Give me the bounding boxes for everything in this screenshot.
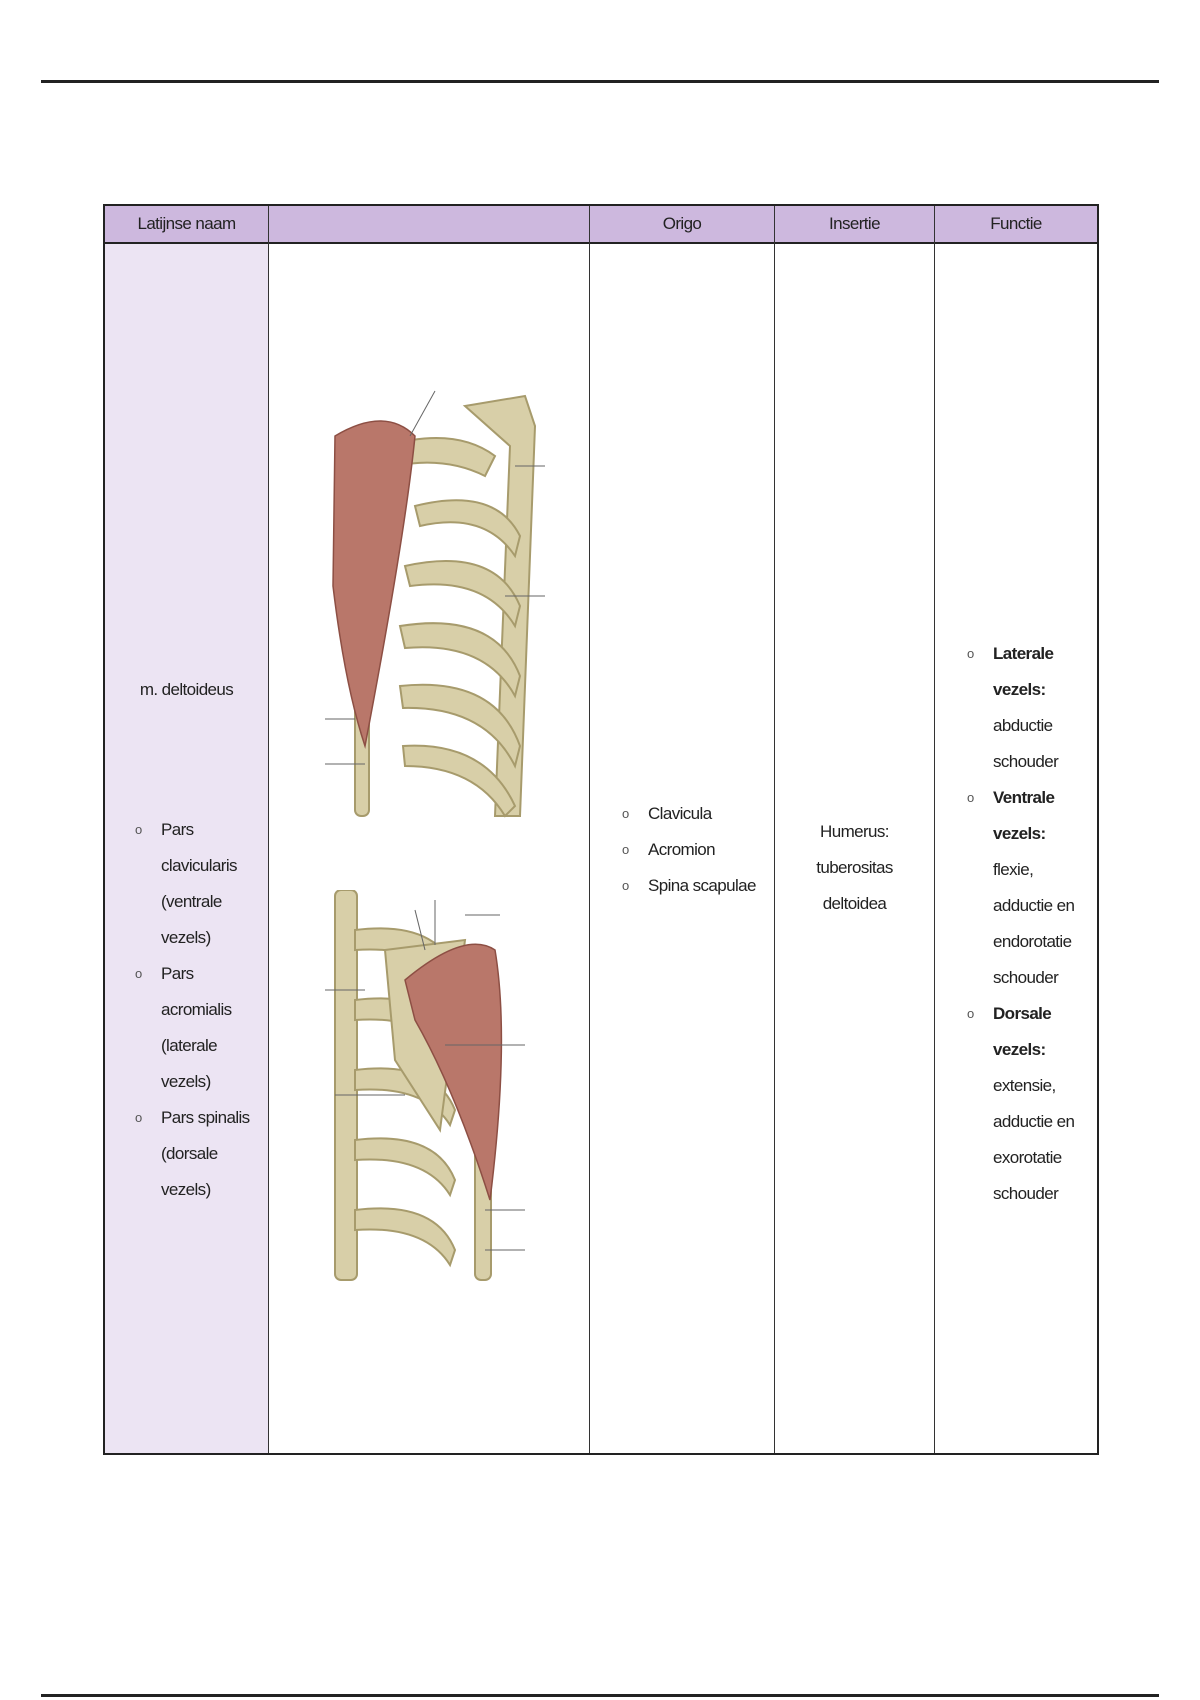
header-origo: Origo — [590, 206, 774, 244]
deltoid-muscle-posterior — [404, 943, 503, 1201]
deltoid-muscle — [332, 420, 416, 749]
muscle-name: m. deltoideus — [139, 680, 234, 699]
footer-rule — [41, 1694, 1159, 1697]
insertie-text: Humerus: tuberositas deltoidea — [816, 822, 893, 913]
anterior-shoulder-illustration — [325, 390, 545, 818]
col-image — [269, 206, 590, 1453]
posterior-shoulder-illustration — [325, 890, 525, 1281]
header-latin: Latijnse naam — [105, 206, 268, 244]
col-insertie: Insertie Humerus: tuberositas deltoidea — [775, 206, 935, 1453]
header-image — [269, 206, 589, 244]
header-insertie: Insertie — [775, 206, 934, 244]
header-functie: Functie — [935, 206, 1097, 244]
header-rule — [41, 80, 1159, 83]
